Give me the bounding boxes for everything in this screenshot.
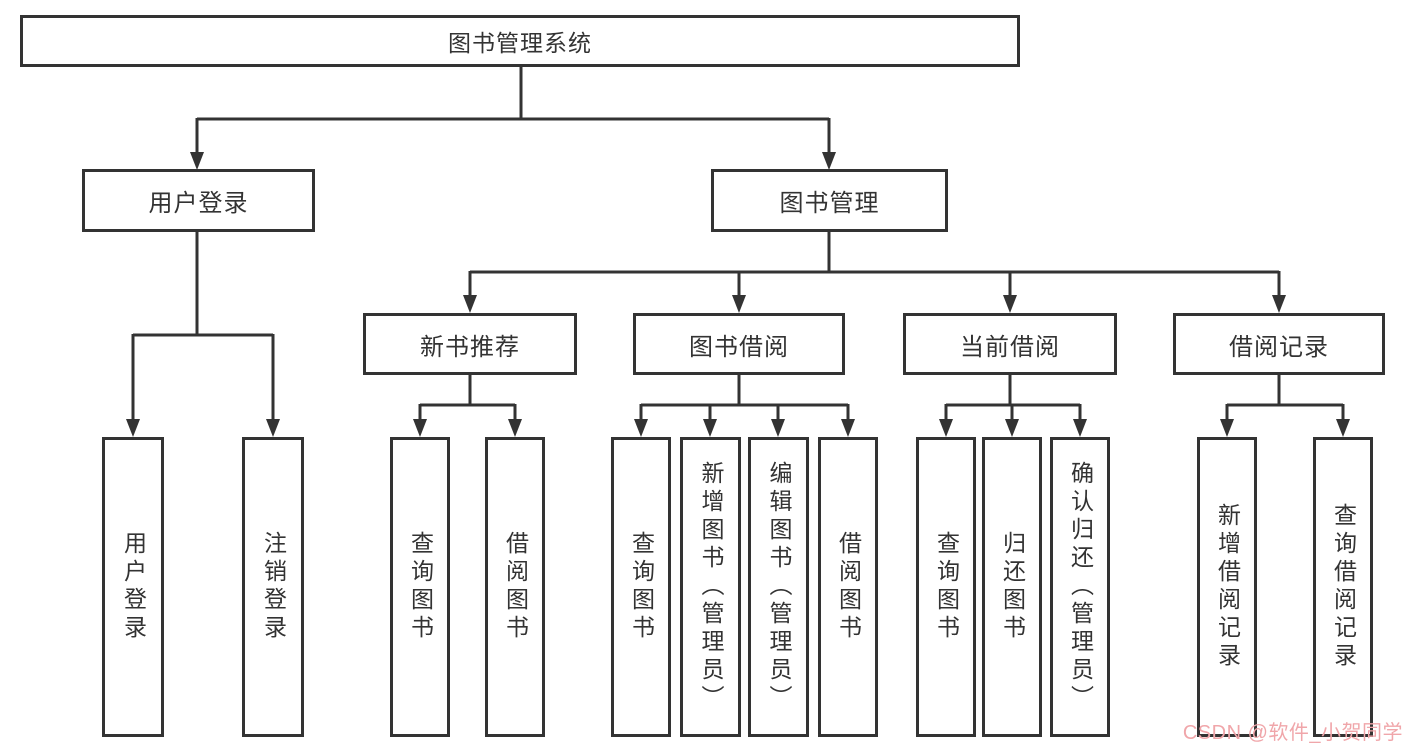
- arrowhead-icon: [732, 295, 746, 313]
- node-book-borrow-label: 图书借阅: [689, 333, 789, 361]
- node-current-borrow: 当前借阅: [903, 313, 1117, 375]
- leaf-query-borrow-record: 查询借阅记录: [1313, 437, 1373, 737]
- leaf-logout-label: 注销登录: [260, 531, 287, 643]
- leaf-current-query-books-label: 查询图书: [933, 531, 960, 643]
- leaf-add-books-admin-label: 新增图书（管理员）: [698, 461, 724, 713]
- arrowhead-icon: [413, 419, 427, 437]
- leaf-confirm-return-admin: 确认归还（管理员）: [1050, 437, 1110, 737]
- node-borrow-records: 借阅记录: [1173, 313, 1385, 375]
- node-borrow-records-label: 借阅记录: [1229, 333, 1329, 361]
- arrowhead-icon: [939, 419, 953, 437]
- arrowhead-icon: [508, 419, 522, 437]
- node-new-book-recommend: 新书推荐: [363, 313, 577, 375]
- arrowhead-icon: [1073, 419, 1087, 437]
- node-user-login: 用户登录: [82, 169, 315, 232]
- leaf-return-books: 归还图书: [982, 437, 1042, 737]
- arrowhead-icon: [771, 419, 785, 437]
- node-book-management: 图书管理: [711, 169, 948, 232]
- leaf-borrow-query-books: 查询图书: [611, 437, 671, 737]
- arrowhead-icon: [822, 152, 836, 170]
- node-current-borrow-label: 当前借阅: [960, 333, 1060, 361]
- leaf-add-borrow-record-label: 新增借阅记录: [1214, 503, 1241, 671]
- leaf-logout: 注销登录: [242, 437, 304, 737]
- arrowhead-icon: [126, 419, 140, 437]
- node-user-login-label: 用户登录: [148, 190, 249, 217]
- leaf-query-borrow-record-label: 查询借阅记录: [1330, 503, 1357, 671]
- arrowhead-icon: [634, 419, 648, 437]
- leaf-borrow-books: 借阅图书: [818, 437, 878, 737]
- leaf-confirm-return-admin-label: 确认归还（管理员）: [1067, 461, 1094, 713]
- arrowhead-icon: [1272, 295, 1286, 313]
- arrowhead-icon: [1005, 419, 1019, 437]
- leaf-user-login-label: 用户登录: [120, 531, 147, 643]
- arrowhead-icon: [463, 295, 477, 313]
- leaf-add-books-admin: 新增图书（管理员）: [680, 437, 741, 737]
- leaf-return-books-label: 归还图书: [999, 531, 1026, 643]
- arrowhead-icon: [1336, 419, 1350, 437]
- node-library-system: 图书管理系统: [20, 15, 1020, 67]
- leaf-recommend-borrow-books-label: 借阅图书: [502, 531, 529, 643]
- leaf-recommend-borrow-books: 借阅图书: [485, 437, 545, 737]
- arrowhead-icon: [1220, 419, 1234, 437]
- node-book-borrow: 图书借阅: [633, 313, 845, 375]
- arrowhead-icon: [1003, 295, 1017, 313]
- arrowhead-icon: [266, 419, 280, 437]
- leaf-edit-books-admin: 编辑图书（管理员）: [748, 437, 809, 737]
- arrowhead-icon: [703, 419, 717, 437]
- leaf-recommend-query-books-label: 查询图书: [407, 531, 434, 643]
- arrowhead-icon: [190, 152, 204, 170]
- leaf-recommend-query-books: 查询图书: [390, 437, 450, 737]
- leaf-add-borrow-record: 新增借阅记录: [1197, 437, 1257, 737]
- node-book-management-label: 图书管理: [779, 190, 880, 217]
- leaf-edit-books-admin-label: 编辑图书（管理员）: [766, 461, 792, 713]
- watermark: CSDN @软件_小贺同学: [1182, 722, 1403, 744]
- node-new-book-recommend-label: 新书推荐: [420, 333, 520, 361]
- arrowhead-icon: [841, 419, 855, 437]
- node-library-system-label: 图书管理系统: [448, 30, 592, 56]
- leaf-borrow-query-books-label: 查询图书: [628, 531, 655, 643]
- leaf-borrow-books-label: 借阅图书: [835, 531, 862, 643]
- leaf-user-login: 用户登录: [102, 437, 164, 737]
- leaf-current-query-books: 查询图书: [916, 437, 976, 737]
